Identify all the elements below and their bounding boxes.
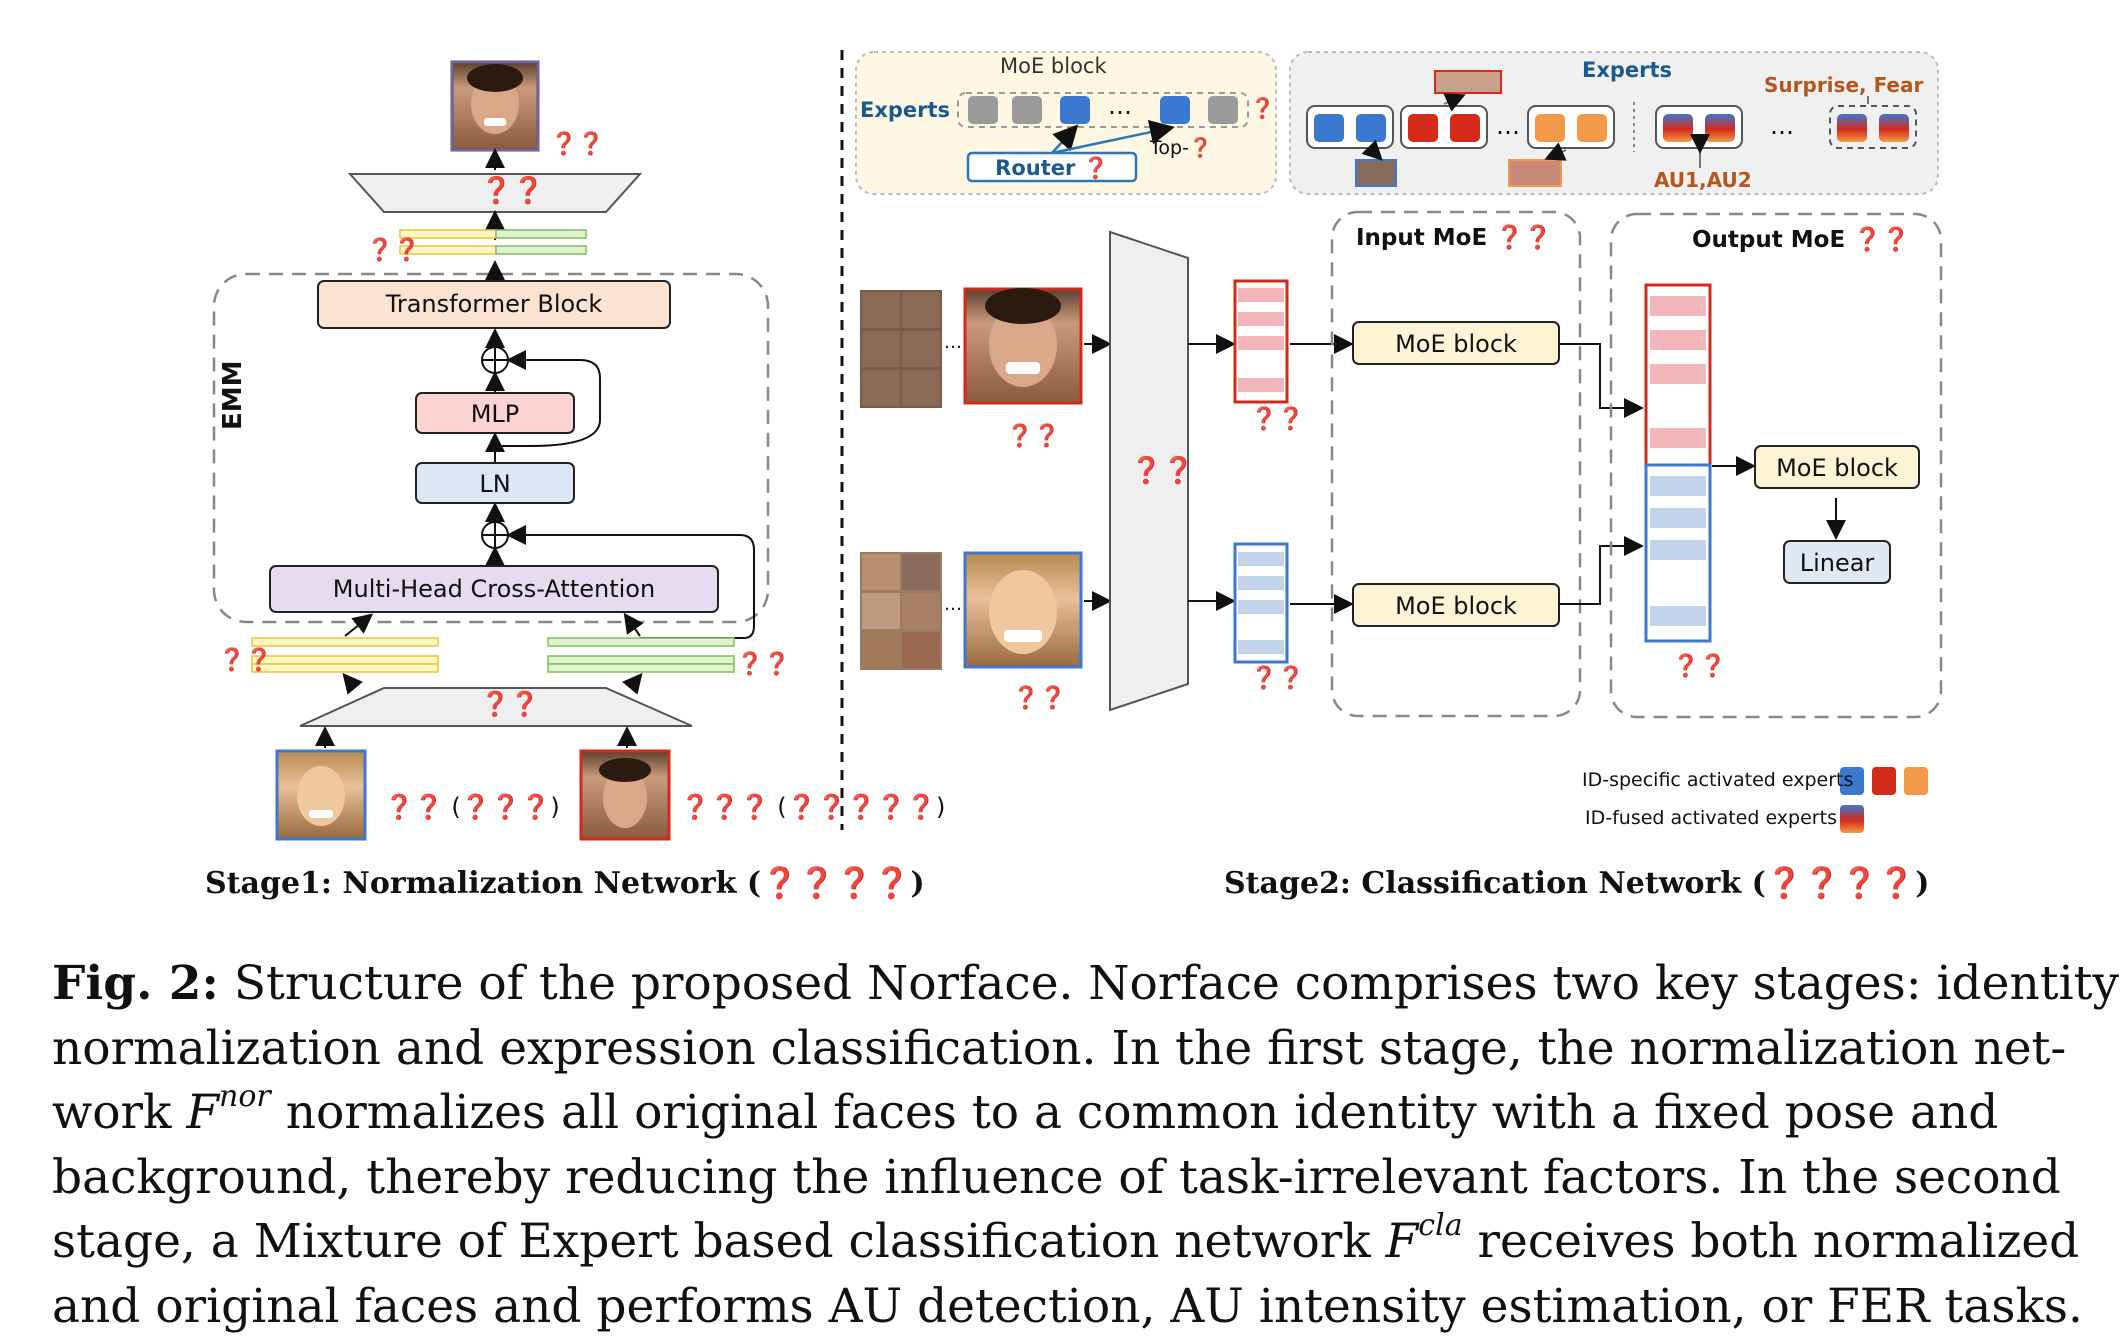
caption-line-2: normalization and expression classificat… (52, 1017, 2092, 1082)
au-label: AU1,AU2 (1654, 168, 1752, 192)
output-column-label: ❓❓ (1672, 654, 1727, 679)
input-face-image (277, 751, 365, 839)
cross-attention-label: Multi-Head Cross-Attention (270, 575, 718, 603)
legend-specific-label: ID-specific activated experts (1582, 769, 1853, 791)
caption-line-6: and original faces and performs AU detec… (52, 1275, 2092, 1339)
experts-panel-title: Experts (1582, 58, 1672, 82)
feature-left-label: ❓❓ (218, 648, 273, 673)
figure-diagram (0, 0, 2128, 880)
decoder-input-label: ❓❓ (366, 238, 421, 263)
fnor-superscript: nor (219, 1079, 271, 1114)
original-face-image (965, 553, 1081, 667)
mouth-patch (1509, 160, 1561, 186)
linear-label: Linear (1784, 549, 1890, 577)
input-moe-title: Input MoE ❓❓ (1356, 224, 1552, 251)
eyebrow-patch (1435, 71, 1501, 93)
caption-text-5a: stage, a Mixture of Expert based classif… (52, 1214, 1386, 1269)
caption-line-4: background, thereby reducing the influen… (52, 1146, 2092, 1211)
feature-top-label: ❓❓ (1250, 407, 1305, 432)
encoder-label: ❓❓ (480, 690, 540, 718)
ln-label: LN (416, 470, 574, 498)
stage2-title-symbol: ❓❓❓❓ (1766, 866, 1915, 901)
caption-fig-label: Fig. 2: (52, 956, 219, 1011)
caption-text-1: Structure of the proposed Norface. Norfa… (219, 956, 2119, 1011)
input-moe-box (1332, 212, 1580, 716)
figure-caption: Fig. 2: Structure of the proposed Norfac… (52, 952, 2092, 1339)
router-label: Router ❓ (968, 156, 1136, 181)
decoder-label: ❓❓ (480, 176, 545, 206)
caption-line-1: Fig. 2: Structure of the proposed Norfac… (52, 952, 2092, 1017)
output-feature-column (1646, 285, 1710, 641)
moe-experts-label: Experts (860, 98, 950, 122)
feature-column-blue (1235, 544, 1287, 662)
stage2-title-text: Stage2: Classification Network ( (1224, 866, 1766, 901)
legend-fused-label: ID-fused activated experts (1585, 807, 1837, 829)
caption-text-3a: work (52, 1085, 186, 1140)
experts-ellipsis-2: … (1770, 112, 1794, 140)
reference-face-image (581, 751, 669, 839)
original-face-grid (860, 552, 942, 670)
reference-face-label: ❓❓❓ (❓❓❓❓❓) (680, 793, 945, 821)
moe-ellipsis: … (1108, 92, 1132, 120)
moe-block-bottom-label: MoE block (1353, 592, 1559, 620)
grid-ellipsis-bottom: … (944, 594, 962, 615)
mlp-label: MLP (416, 400, 574, 428)
fcla-superscript: cla (1418, 1208, 1462, 1243)
feature-column-red (1235, 281, 1287, 402)
normalized-face-grid (860, 290, 942, 408)
stage1-title-symbol: ❓❓❓❓ (761, 866, 910, 901)
caption-text-5b: receives both normalized (1463, 1214, 2080, 1269)
eye-patch (1356, 160, 1396, 186)
moe-block-top-label: MoE block (1353, 330, 1559, 358)
original-face-label: ❓❓ (1012, 686, 1067, 711)
moe-block-right-label: MoE block (1755, 454, 1919, 482)
transformer-block-label: Transformer Block (318, 290, 670, 318)
feature-tokens-right (548, 638, 734, 672)
output-face-label: ❓❓ (550, 132, 605, 157)
emm-label: EMM (218, 360, 248, 430)
classification-encoder-label: ❓❓ (1130, 456, 1195, 486)
caption-line-5: stage, a Mixture of Expert based classif… (52, 1210, 2092, 1275)
caption-text-3b: normalizes all original faces to a commo… (271, 1085, 1999, 1140)
fnor-symbol: F (186, 1085, 219, 1140)
feature-bottom-label: ❓❓ (1250, 666, 1305, 691)
stage1-title-text: Stage1: Normalization Network ( (205, 866, 761, 901)
stage1-title-close: ) (910, 866, 924, 901)
input-face-label: ❓❓ (❓❓❓) (384, 793, 560, 821)
moe-block-panel-title: MoE block (1000, 54, 1107, 78)
normalized-face-label: ❓❓ (1006, 424, 1061, 449)
grid-ellipsis-top: … (944, 332, 962, 353)
stage1-title: Stage1: Normalization Network (❓❓❓❓) (205, 866, 925, 901)
experts-ellipsis-1: … (1496, 112, 1520, 140)
caption-line-3: work Fnor normalizes all original faces … (52, 1081, 2092, 1146)
decoder-input-tokens (400, 230, 586, 254)
feature-right-label: ❓❓ (736, 652, 791, 677)
stage2-title: Stage2: Classification Network (❓❓❓❓) (1224, 866, 1929, 901)
normalized-face-image (965, 288, 1081, 403)
fcla-symbol: F (1386, 1214, 1419, 1269)
output-moe-title: Output MoE ❓❓ (1692, 226, 1910, 253)
topk-label: Top-❓ (1150, 136, 1213, 159)
feature-tokens-left (252, 638, 438, 672)
surprise-fear-label: Surprise, Fear (1764, 73, 1923, 97)
topk-expert-symbol: ❓ (1250, 96, 1275, 120)
output-face-image (452, 62, 538, 150)
stage2-title-close: ) (1915, 866, 1929, 901)
